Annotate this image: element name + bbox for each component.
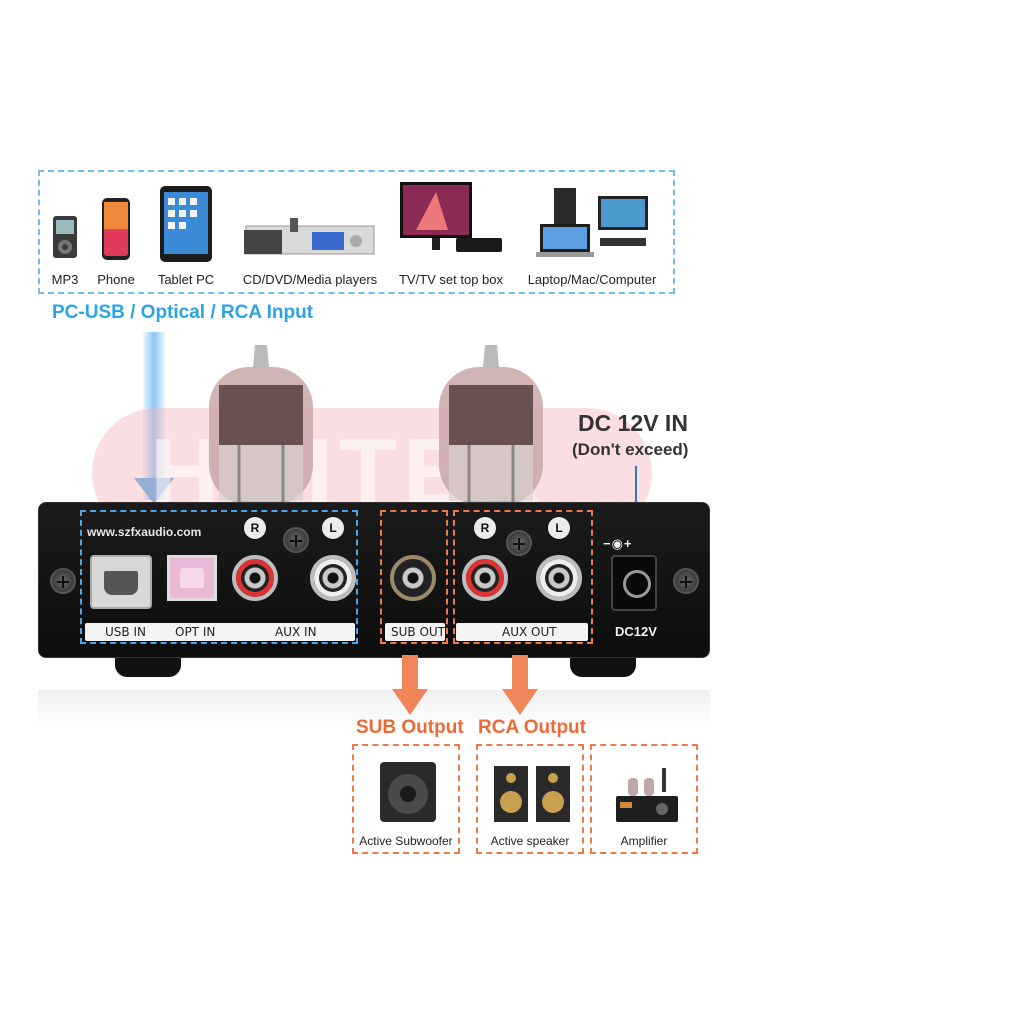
opt-in-label: OPT IN xyxy=(175,625,216,639)
aux-in-label: AUX IN xyxy=(275,625,317,639)
device-media-player: CD/DVD/Media players xyxy=(240,180,380,287)
chassis-foot-right xyxy=(570,655,636,677)
device-label: CD/DVD/Media players xyxy=(242,272,378,287)
output-subwoofer: Active Subwoofer xyxy=(352,744,460,854)
input-label-strip: USB IN OPT IN AUX IN xyxy=(85,623,355,641)
screw-icon xyxy=(506,530,532,556)
aux-out-l-jack xyxy=(536,555,582,601)
mp3-player-icon xyxy=(53,216,77,258)
output-label: Active speaker xyxy=(490,834,570,848)
media-player-icon xyxy=(244,218,375,255)
input-sources-panel: MP3 Phone Tablet PC xyxy=(38,170,675,294)
amplifier-icon xyxy=(616,768,678,822)
screw-icon xyxy=(283,527,309,553)
input-ports-group xyxy=(80,510,358,644)
chassis-foot-left xyxy=(115,655,181,677)
sub-out-label: SUB OUT xyxy=(391,625,446,639)
brand-url: www.szfxaudio.com xyxy=(87,525,202,539)
sub-out-group xyxy=(380,510,448,644)
device-label: TV/TV set top box xyxy=(398,272,504,287)
sub-out-jack xyxy=(390,555,436,601)
input-title: PC-USB / Optical / RCA Input xyxy=(52,302,314,323)
output-label: Amplifier xyxy=(620,834,668,848)
chassis-reflection xyxy=(38,690,710,730)
sub-output-title: SUB Output xyxy=(356,717,464,738)
input-flow-beam xyxy=(143,332,165,500)
vacuum-tube-right xyxy=(439,345,543,505)
aux-out-left-label: L xyxy=(548,517,570,539)
device-computer: Laptop/Mac/Computer xyxy=(528,180,656,287)
screw-icon xyxy=(50,568,76,594)
input-arrow-icon xyxy=(134,478,174,504)
output-amplifier: Amplifier xyxy=(590,744,698,854)
device-mp3: MP3 xyxy=(50,180,80,287)
aux-out-label: AUX OUT xyxy=(502,625,557,639)
aux-out-group xyxy=(453,510,593,644)
screw-icon xyxy=(673,568,699,594)
aux-out-right-label: R xyxy=(474,517,496,539)
aux-in-left-label: L xyxy=(322,517,344,539)
device-label: Tablet PC xyxy=(157,272,215,287)
computer-icon xyxy=(536,188,648,257)
sub-out-label-strip: SUB OUT xyxy=(385,623,445,641)
usb-in-label: USB IN xyxy=(105,625,146,639)
device-tv: TV/TV set top box xyxy=(396,180,506,287)
usb-port xyxy=(90,555,152,609)
device-label: Laptop/Mac/Computer xyxy=(527,272,657,287)
subwoofer-icon xyxy=(380,762,436,822)
aux-in-right-label: R xyxy=(244,517,266,539)
dc-polarity-icon: −◉+ xyxy=(603,536,633,551)
tablet-icon xyxy=(160,186,212,262)
aux-in-r-jack xyxy=(232,555,278,601)
phone-icon xyxy=(102,198,130,260)
output-speaker: Active speaker xyxy=(476,744,584,854)
rca-output-title: RCA Output xyxy=(478,717,586,738)
tv-icon xyxy=(400,182,502,252)
device-phone: Phone xyxy=(97,180,135,287)
vacuum-tube-left xyxy=(209,345,313,505)
aux-out-label-strip: AUX OUT xyxy=(456,623,588,641)
aux-out-r-jack xyxy=(462,555,508,601)
dc-port-label: DC12V xyxy=(615,624,657,639)
device-label: Phone xyxy=(97,272,135,287)
speaker-icon xyxy=(494,766,570,822)
power-subtitle: (Don't exceed) xyxy=(572,440,689,459)
optical-port xyxy=(167,555,217,601)
device-tablet: Tablet PC xyxy=(158,180,214,287)
device-label: MP3 xyxy=(51,272,79,287)
dc-power-jack xyxy=(611,555,657,611)
output-label: Active Subwoofer xyxy=(359,834,453,848)
aux-in-l-jack xyxy=(310,555,356,601)
power-title: DC 12V IN xyxy=(578,410,688,436)
